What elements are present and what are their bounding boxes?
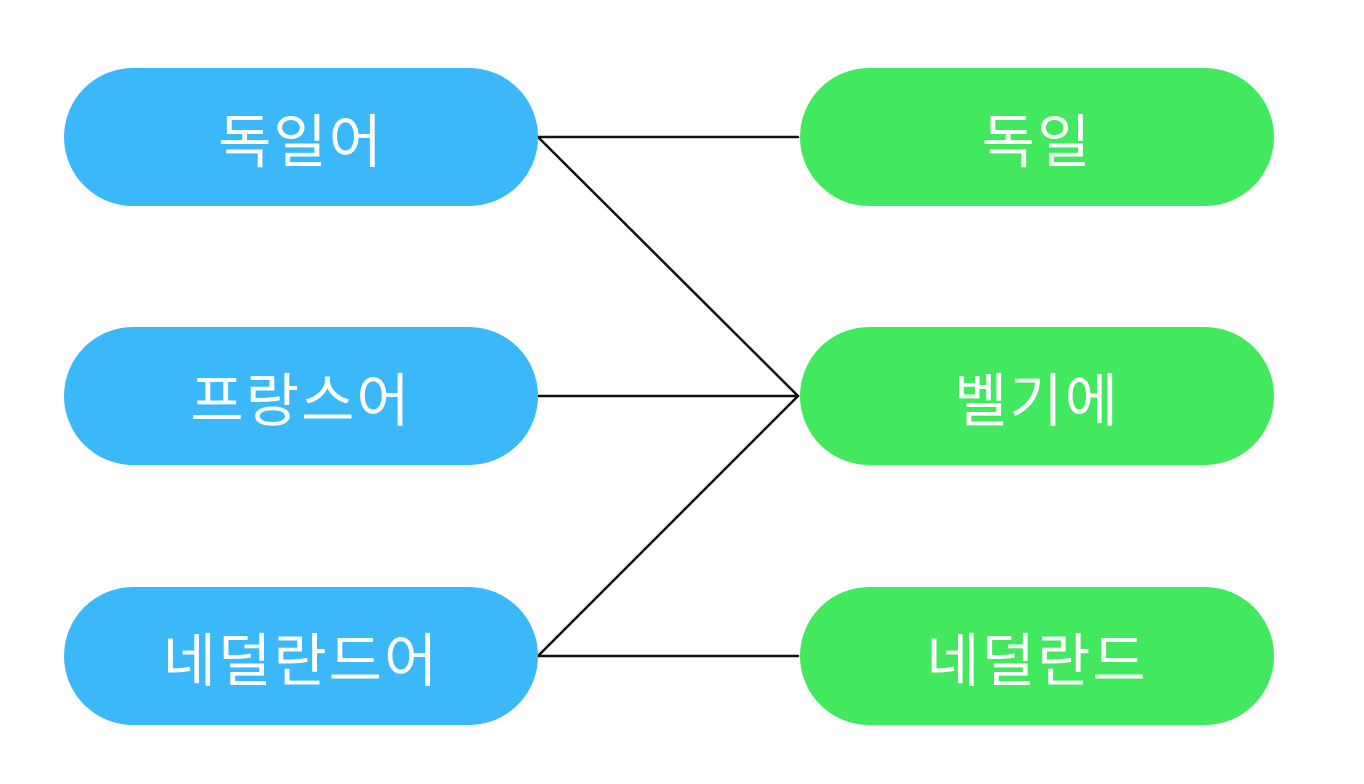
language-node-german: 독일어 xyxy=(64,68,538,206)
country-label: 독일 xyxy=(981,108,1093,176)
connector-line-2-1 xyxy=(536,394,800,658)
language-label: 프랑스어 xyxy=(190,367,412,435)
country-label: 네덜란드 xyxy=(926,627,1148,695)
country-label: 벨기에 xyxy=(953,367,1121,435)
language-label: 네덜란드어 xyxy=(162,627,440,695)
connector-line-0-1 xyxy=(536,135,800,398)
language-node-dutch: 네덜란드어 xyxy=(64,587,538,725)
country-node-belgium: 벨기에 xyxy=(800,327,1274,465)
language-node-french: 프랑스어 xyxy=(64,327,538,465)
country-node-germany: 독일 xyxy=(800,68,1274,206)
country-node-netherlands: 네덜란드 xyxy=(800,587,1274,725)
language-label: 독일어 xyxy=(217,108,385,176)
